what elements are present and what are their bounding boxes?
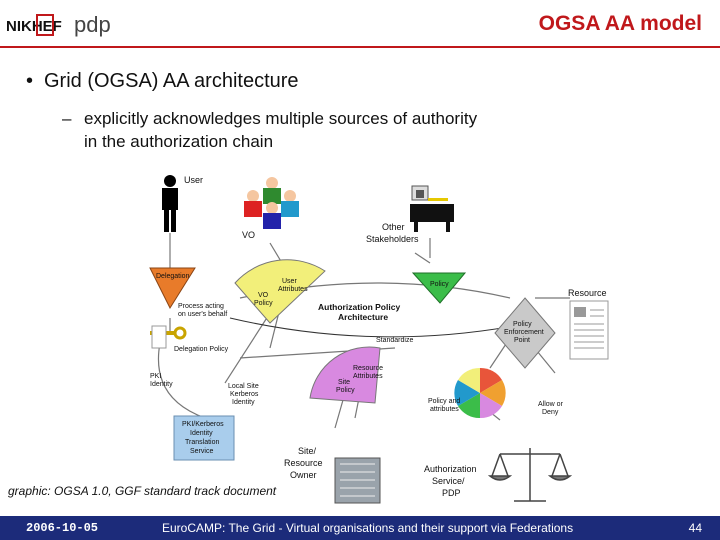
label-pki-2: Identity xyxy=(150,381,173,388)
label-pol-attr-2: attributes xyxy=(430,406,459,413)
bullet-dash-icon: – xyxy=(62,109,72,128)
resource-server-icon xyxy=(569,300,609,360)
label-delegation: Delegation xyxy=(156,273,190,280)
footer-bar: 2006-10-05 EuroCAMP: The Grid - Virtual … xyxy=(0,516,720,540)
footer-title: EuroCAMP: The Grid - Virtual organisatio… xyxy=(162,521,574,535)
label-user: User xyxy=(184,175,203,185)
standardize-arc xyxy=(229,317,531,338)
policy-pie-icon xyxy=(454,367,506,419)
scales-icon xyxy=(487,448,573,502)
label-local-site-1: Local Site xyxy=(228,383,259,390)
label-delegation-policy: Delegation Policy xyxy=(174,346,229,353)
user-figure-icon xyxy=(162,175,178,232)
footer-date: 2006-10-05 xyxy=(26,521,99,535)
label-resource: Resource xyxy=(568,288,607,298)
label-policy: Policy xyxy=(430,281,449,288)
label-auth-service-1: Authorization xyxy=(424,464,477,474)
logo-nikhef-text: NIKHEF xyxy=(6,18,62,35)
label-pep-1: Policy xyxy=(513,321,532,328)
label-aap-2: Architecture xyxy=(338,312,388,322)
label-other-2: Stakeholders xyxy=(366,234,419,244)
label-site-owner-1: Site/ xyxy=(298,446,317,456)
label-local-site-3: Identity xyxy=(232,399,255,406)
label-auth-service-2: Service/ xyxy=(432,476,465,486)
logo-pdp-text: pdp xyxy=(74,12,110,37)
label-pep-3: Point xyxy=(514,337,530,344)
user-attributes-slice xyxy=(234,259,326,324)
label-allow-1: Allow or xyxy=(538,401,564,408)
label-pkik-3: Translation xyxy=(185,439,219,446)
label-res-attr-2: Attributes xyxy=(353,373,383,380)
bullet-main: • Grid (OGSA) AA architecture xyxy=(26,70,299,93)
process-document-icon xyxy=(151,325,167,349)
label-res-attr-1: Resource xyxy=(353,365,383,372)
delegation-triangle xyxy=(149,267,196,310)
nikhef-pdp-logo: NIKHEF pdp xyxy=(6,12,110,37)
ogsa-aa-diagram: User VO Other Stakeholders Delegation Pr… xyxy=(149,175,609,504)
label-pki-1: PKI xyxy=(150,373,161,380)
label-vo-policy-2: Policy xyxy=(254,300,273,307)
label-allow-2: Deny xyxy=(542,409,559,416)
label-user-attr-2: Attributes xyxy=(278,286,308,293)
label-vo-policy-1: VO xyxy=(258,292,269,299)
bullet-sub: –explicitly acknowledges multiple source… xyxy=(62,107,582,153)
bullet-sub-line2: in the authorization chain xyxy=(84,132,274,151)
label-aap-1: Authorization Policy xyxy=(318,302,400,312)
translation-service-box xyxy=(173,415,235,461)
resource-attributes-slice xyxy=(309,346,381,404)
label-pol-attr-1: Policy and xyxy=(428,398,460,405)
label-site-policy-2: Policy xyxy=(336,387,355,394)
bullet-dot-icon: • xyxy=(26,70,34,92)
policy-triangle xyxy=(411,272,467,304)
slide-title: OGSA AA model xyxy=(538,12,702,35)
label-site-policy-1: Site xyxy=(338,379,350,386)
label-auth-service-3: PDP xyxy=(442,488,461,498)
label-pkik-4: Service xyxy=(190,448,213,455)
label-process-1: Process acting xyxy=(178,303,224,310)
page-number: 44 xyxy=(688,521,702,535)
pep-diamond xyxy=(494,297,556,369)
label-site-owner-3: Owner xyxy=(290,470,317,480)
graphic-caption: graphic: OGSA 1.0, GGF standard track do… xyxy=(8,484,277,498)
label-pkik-1: PKI/Kerberos xyxy=(182,421,224,428)
label-pep-2: Enforcement xyxy=(504,329,544,336)
label-site-owner-2: Resource xyxy=(284,458,323,468)
label-local-site-2: Kerberos xyxy=(230,391,259,398)
building-icon xyxy=(334,457,381,504)
label-other-1: Other xyxy=(382,222,405,232)
label-pkik-2: Identity xyxy=(190,430,213,437)
title-divider xyxy=(0,46,720,48)
label-process-2: on user's behalf xyxy=(178,311,227,318)
logo-mark-icon xyxy=(36,14,54,36)
bullet-main-text: Grid (OGSA) AA architecture xyxy=(44,70,299,92)
vo-group-icon xyxy=(244,177,299,229)
label-standardize: Standardize xyxy=(376,337,413,344)
bullet-sub-line1: explicitly acknowledges multiple sources… xyxy=(84,109,478,128)
desk-computer-icon xyxy=(410,185,454,232)
label-user-attr-1: User xyxy=(282,278,297,285)
label-vo: VO xyxy=(242,230,255,240)
